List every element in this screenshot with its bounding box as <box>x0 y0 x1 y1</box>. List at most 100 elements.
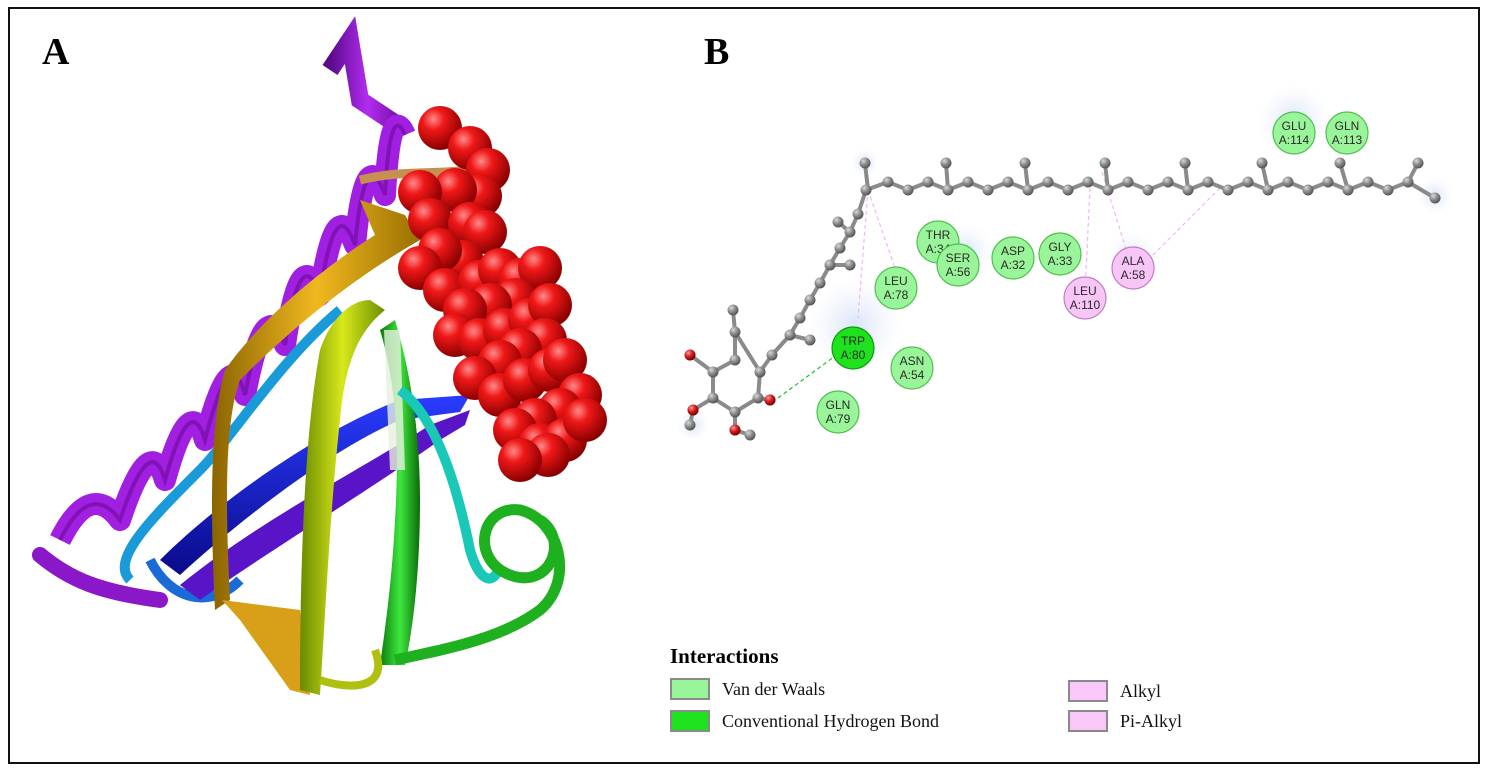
residue-name: ASP <box>1001 244 1025 258</box>
ligand-sphere-atom <box>433 168 477 212</box>
residue-disc <box>1038 232 1082 276</box>
residue-number: A:32 <box>1001 258 1026 272</box>
carbon-atom <box>729 326 741 338</box>
carbon-atom <box>1102 184 1114 196</box>
residue-name: ASN <box>900 354 925 368</box>
ligand-skeleton <box>688 161 1437 437</box>
carbon-atom <box>752 392 764 404</box>
ligand-sphere-atom <box>528 283 572 327</box>
residue-name: GLU <box>1282 119 1307 133</box>
carbon-atom <box>754 366 766 378</box>
residue-disc <box>874 266 918 310</box>
carbon-atom <box>1142 184 1154 196</box>
carbon-atom <box>1282 176 1294 188</box>
residue-name: LEU <box>884 274 907 288</box>
legend-item-alkyl: Alkyl <box>1068 680 1161 702</box>
carbon-atom <box>729 406 741 418</box>
carbon-atom <box>860 184 872 196</box>
carbon-atom <box>1222 184 1234 196</box>
ligand-sphere-atom <box>543 338 587 382</box>
carbon-atom <box>1062 184 1074 196</box>
residue-disc <box>936 243 980 287</box>
residue-disc <box>1325 111 1369 155</box>
carbon-atom <box>1322 176 1334 188</box>
beta-strand-blue <box>160 395 470 575</box>
residue-name: SER <box>946 251 971 265</box>
carbon-atom <box>1122 176 1134 188</box>
carbon-atom <box>1334 157 1346 169</box>
legend-label-pi-alkyl: Pi-Alkyl <box>1120 710 1183 731</box>
carbon-atom <box>1162 176 1174 188</box>
carbon-atom <box>859 157 871 169</box>
beta-strand-lime <box>300 300 385 695</box>
carbon-atom <box>794 312 806 324</box>
residue-disc <box>1272 111 1316 155</box>
carbon-atom <box>824 259 836 271</box>
carbon-atom <box>1002 176 1014 188</box>
residue-disc <box>1111 246 1155 290</box>
carbon-atom <box>940 157 952 169</box>
carbon-atom <box>1362 176 1374 188</box>
ligand-atoms <box>684 157 1441 441</box>
carbon-atom <box>766 349 778 361</box>
residue-disc <box>890 346 934 390</box>
carbon-atom <box>1412 157 1424 169</box>
carbon-atom <box>844 259 856 271</box>
carbon-atom <box>707 392 719 404</box>
residue-number: A:33 <box>1048 254 1073 268</box>
residue-name: ALA <box>1122 254 1145 268</box>
legend-label-hydrogen-bond: Conventional Hydrogen Bond <box>722 710 939 731</box>
carbon-atom <box>1202 176 1214 188</box>
legend-swatch-pi-alkyl <box>1068 710 1108 732</box>
oxygen-atom <box>729 424 741 436</box>
carbon-atom <box>1242 176 1254 188</box>
carbon-atom <box>1402 176 1414 188</box>
residue-number: A:79 <box>826 412 851 426</box>
residue-disc <box>831 326 875 370</box>
carbon-atom <box>1342 184 1354 196</box>
ligand-sphere-atom <box>518 246 562 290</box>
residue-disc <box>816 390 860 434</box>
carbon-atom <box>1182 184 1194 196</box>
carbon-atom <box>844 226 856 238</box>
carbon-atom <box>942 184 954 196</box>
carbon-atom <box>1022 184 1034 196</box>
carbon-atom <box>882 176 894 188</box>
residue-discs: GLUA:114GLNA:113THRA:34SERA:56ASPA:32GLY… <box>816 111 1369 434</box>
carbon-atom <box>832 216 844 228</box>
residue-number: A:58 <box>1121 268 1146 282</box>
legend-swatch-alkyl <box>1068 680 1108 702</box>
residue-disc <box>991 236 1035 280</box>
legend-title: Interactions <box>670 644 779 668</box>
carbon-atom <box>804 334 816 346</box>
residue-number: A:56 <box>946 265 971 279</box>
carbon-atom <box>1042 176 1054 188</box>
panel-a-label: A <box>42 31 70 73</box>
ligand-sphere-atom <box>498 438 542 482</box>
residue-name: LEU <box>1073 284 1096 298</box>
carbon-atom <box>1256 157 1268 169</box>
residue-name: GLY <box>1048 240 1071 254</box>
residue-disc <box>1063 276 1107 320</box>
legend-swatch-hydrogen-bond <box>670 710 710 732</box>
carbon-atom <box>834 242 846 254</box>
carbon-atom <box>922 176 934 188</box>
panel-b-label: B <box>704 31 730 73</box>
residue-number: A:54 <box>900 368 925 382</box>
carbon-atom <box>784 329 796 341</box>
legend-item-van-der-waals: Van der Waals <box>670 678 825 700</box>
carbon-atom <box>1302 184 1314 196</box>
residue-name: GLN <box>1335 119 1360 133</box>
oxygen-atom <box>764 394 776 406</box>
carbon-atom <box>1382 184 1394 196</box>
